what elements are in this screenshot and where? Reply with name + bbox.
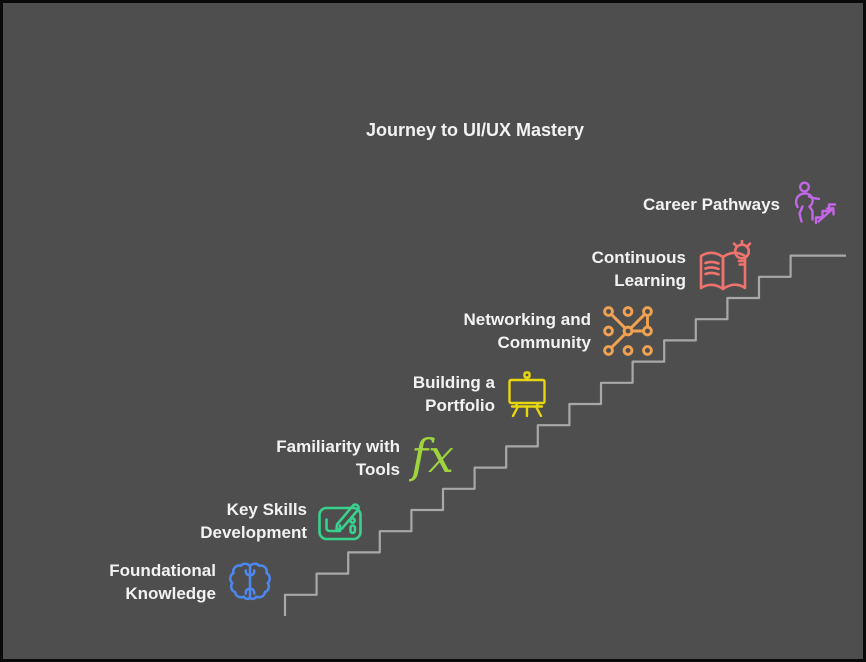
label-line-1: Career Pathways xyxy=(642,194,780,214)
easel-icon xyxy=(508,371,546,417)
diagram-title: Journey to UI/UX Mastery xyxy=(365,120,585,140)
label-line-2: Development xyxy=(200,523,307,542)
label-line-1: Familiarity with xyxy=(276,437,400,456)
label-line-2: Tools xyxy=(355,460,400,479)
design-tablet-icon xyxy=(318,503,362,541)
milestone-continuous-learning: Continuous Learning xyxy=(592,240,757,298)
label-line-2: Portfolio xyxy=(425,396,495,415)
label-line-1: Key Skills xyxy=(226,500,307,519)
staircase-line xyxy=(283,254,846,616)
milestone-label: Networking and Community xyxy=(463,308,591,354)
milestone-label: Key Skills Development xyxy=(200,498,307,544)
label-line-2: Learning xyxy=(614,271,686,290)
milestone-key-skills-development: Key Skills Development xyxy=(200,495,368,547)
milestone-building-a-portfolio: Building a Portfolio xyxy=(413,371,550,417)
milestone-career-pathways: Career Pathways xyxy=(643,180,837,228)
milestone-label: Foundational Knowledge xyxy=(109,559,216,605)
label-line-2: Community xyxy=(497,333,592,352)
milestone-foundational-knowledge: Foundational Knowledge xyxy=(109,557,275,607)
label-line-1: Foundational xyxy=(109,561,216,580)
book-lightbulb-icon xyxy=(699,240,752,291)
label-line-1: Continuous xyxy=(591,248,686,267)
label-line-1: Building a xyxy=(412,373,495,392)
label-line-1: Networking and xyxy=(463,310,591,329)
milestone-familiarity-with-tools: Familiarity with Tools fx xyxy=(276,431,467,485)
staircase xyxy=(283,254,846,616)
network-icon xyxy=(603,306,653,356)
milestone-label: Continuous Learning xyxy=(592,246,686,292)
milestone-label: Familiarity with Tools xyxy=(276,435,400,481)
milestone-label: Career Pathways xyxy=(643,193,780,216)
person-climbing-icon xyxy=(794,181,837,225)
function-fx-icon: fx xyxy=(409,431,454,483)
fx-glyph: fx xyxy=(409,431,454,483)
milestone-label: Building a Portfolio xyxy=(413,371,495,417)
milestone-networking-and-community: Networking and Community xyxy=(463,303,656,359)
brain-icon xyxy=(229,562,271,601)
label-line-2: Knowledge xyxy=(125,584,216,603)
